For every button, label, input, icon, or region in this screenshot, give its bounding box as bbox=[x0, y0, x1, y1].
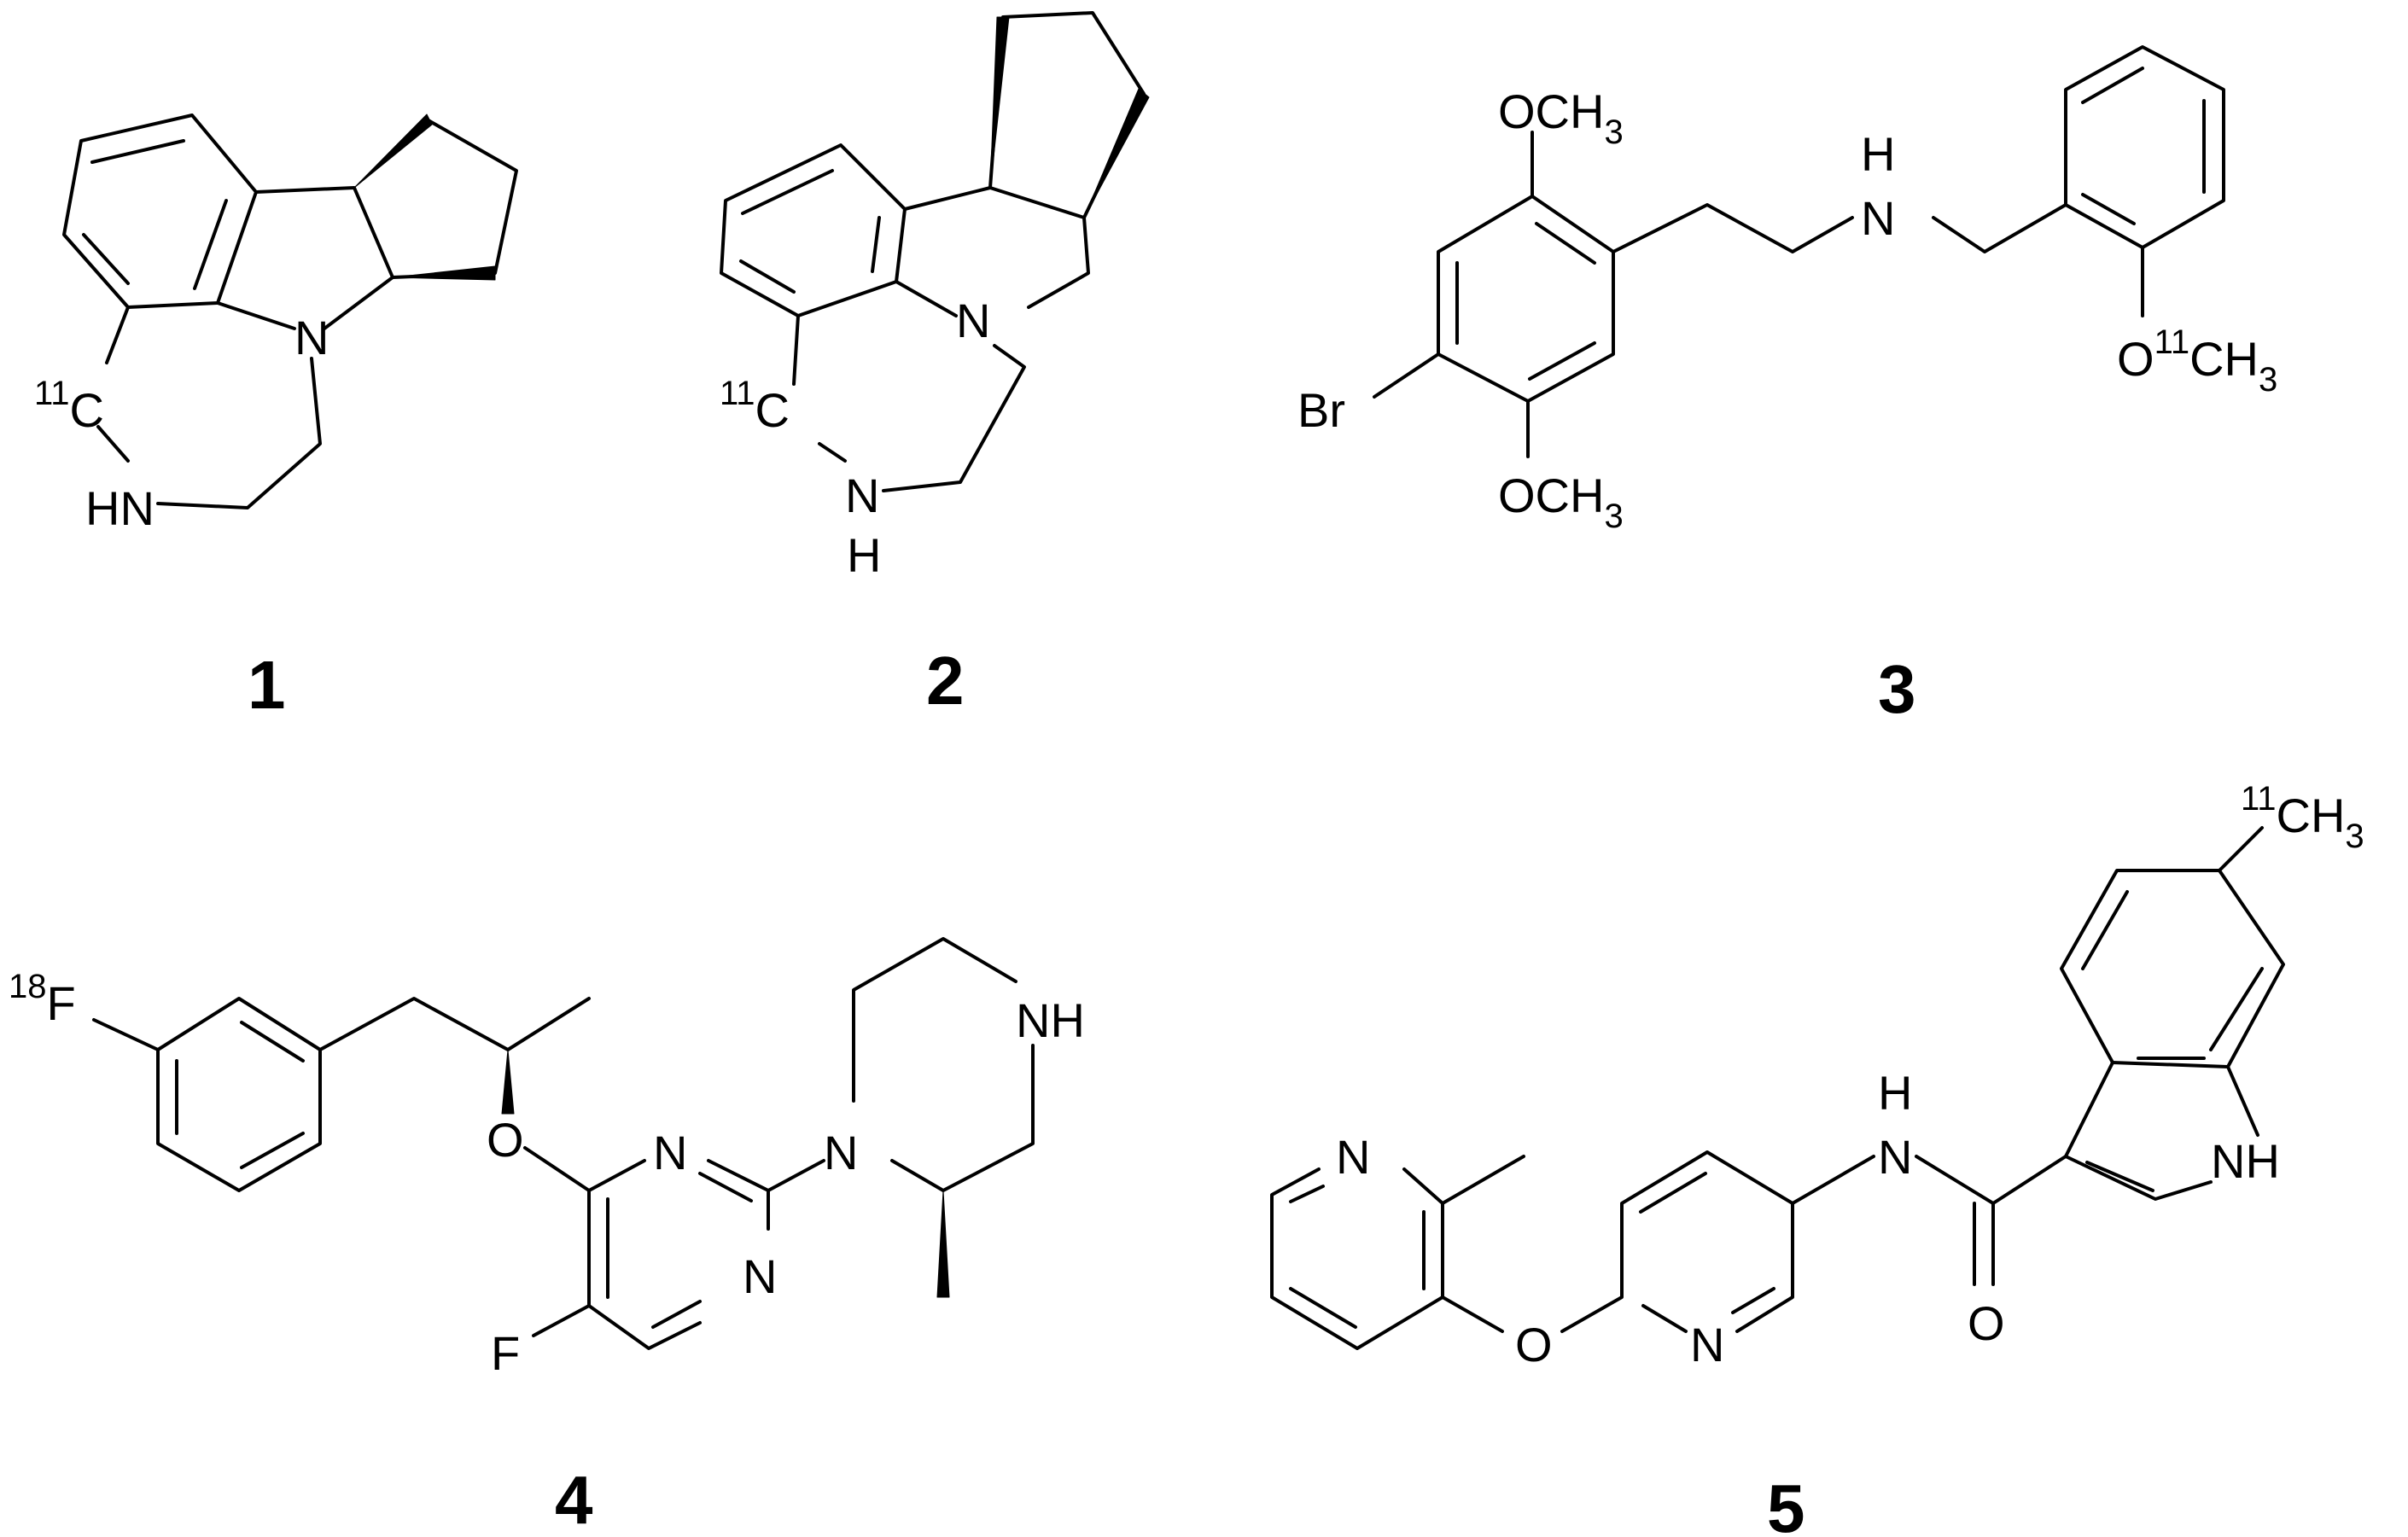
atom-nh3-n: N bbox=[1861, 191, 1895, 245]
atom-nh4: NH bbox=[1016, 993, 1085, 1047]
label-compound-4: 4 bbox=[555, 1462, 593, 1537]
atom-hn1: HN bbox=[85, 481, 155, 535]
atom-nh3-h: H bbox=[1861, 127, 1895, 181]
atom-n4c: N bbox=[824, 1126, 858, 1179]
atom-nh2-n: N bbox=[845, 469, 879, 522]
atom-o4: O bbox=[487, 1113, 524, 1167]
atom-f4: F bbox=[491, 1326, 520, 1380]
atom-br: Br bbox=[1297, 383, 1345, 437]
label-compound-3: 3 bbox=[1878, 651, 1916, 727]
atom-och3-top: OCH3 bbox=[1498, 84, 1624, 151]
atom-o5-carbonyl: O bbox=[1968, 1296, 2005, 1350]
label-compound-2: 2 bbox=[926, 643, 965, 719]
atom-och3-bottom: OCH3 bbox=[1498, 469, 1624, 535]
atom-n5-pyr2: N bbox=[1690, 1318, 1724, 1371]
atom-11ch3: 11CH3 bbox=[2241, 780, 2364, 855]
atom-o11ch3: O11CH3 bbox=[2117, 323, 2277, 399]
atom-n1: N bbox=[294, 311, 329, 364]
compound-2: N 11C N H bbox=[720, 11, 1150, 582]
atom-n4b: N bbox=[743, 1249, 777, 1303]
label-compound-5: 5 bbox=[1767, 1470, 1805, 1537]
atom-n5-pyr1: N bbox=[1336, 1130, 1370, 1184]
atom-c11-1: 11C bbox=[34, 375, 104, 437]
atom-c11-2: 11C bbox=[720, 375, 790, 437]
atom-nh5-h: H bbox=[1878, 1066, 1912, 1120]
atom-o5-ether: O bbox=[1515, 1318, 1553, 1371]
label-compound-1: 1 bbox=[248, 647, 286, 723]
compound-5: N O N H N O NH 11CH3 bbox=[1270, 780, 2364, 1371]
compound-4: 18F O N N F N NH bbox=[9, 937, 1085, 1380]
compound-1: N 11C HN bbox=[34, 114, 518, 535]
atom-n4a: N bbox=[653, 1126, 687, 1179]
compound-3: OCH3 OCH3 Br H N O11CH3 bbox=[1297, 45, 2277, 535]
atom-f18: 18F bbox=[9, 968, 76, 1030]
atom-nh5-indole: NH bbox=[2211, 1134, 2280, 1188]
atom-n2: N bbox=[956, 294, 990, 347]
atom-nh5-n: N bbox=[1878, 1130, 1912, 1184]
atom-nh2-h: H bbox=[847, 528, 881, 582]
